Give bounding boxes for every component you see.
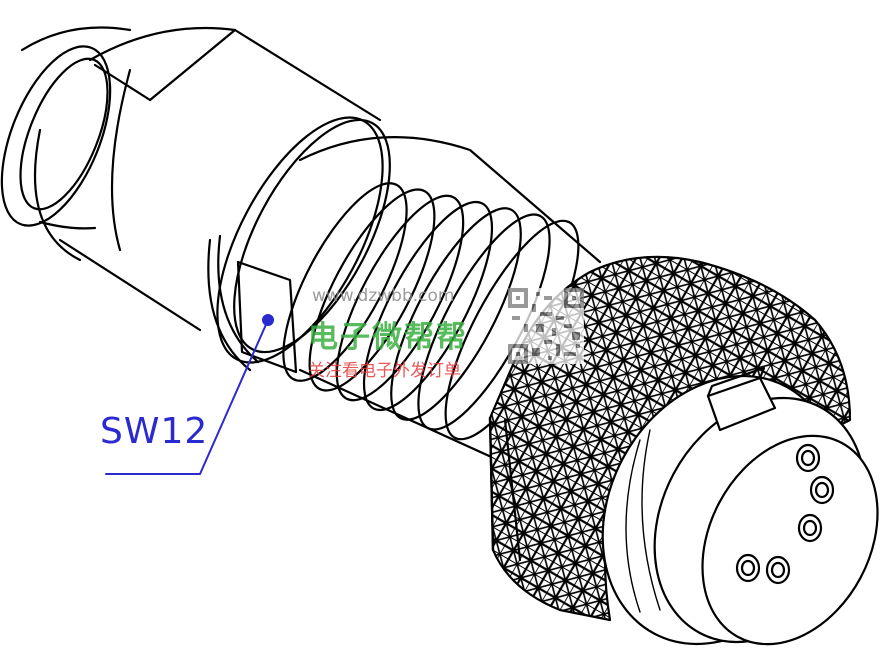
callout-label-sw12: SW12 bbox=[100, 411, 209, 452]
watermark-brand: 电子微帮帮 bbox=[308, 320, 468, 355]
watermark-url: www.dzwbb.com bbox=[312, 286, 455, 306]
rear-cap bbox=[0, 26, 132, 230]
label-flat bbox=[236, 260, 298, 374]
front-face bbox=[601, 366, 879, 646]
rear-sleeve bbox=[33, 26, 382, 332]
callout-leader bbox=[105, 314, 274, 475]
socket-pin-holes bbox=[735, 443, 835, 585]
mid-rings bbox=[207, 116, 391, 372]
watermark-slogan: 关注看电子外发订单 bbox=[308, 361, 461, 381]
qr-code-icon bbox=[508, 288, 584, 364]
